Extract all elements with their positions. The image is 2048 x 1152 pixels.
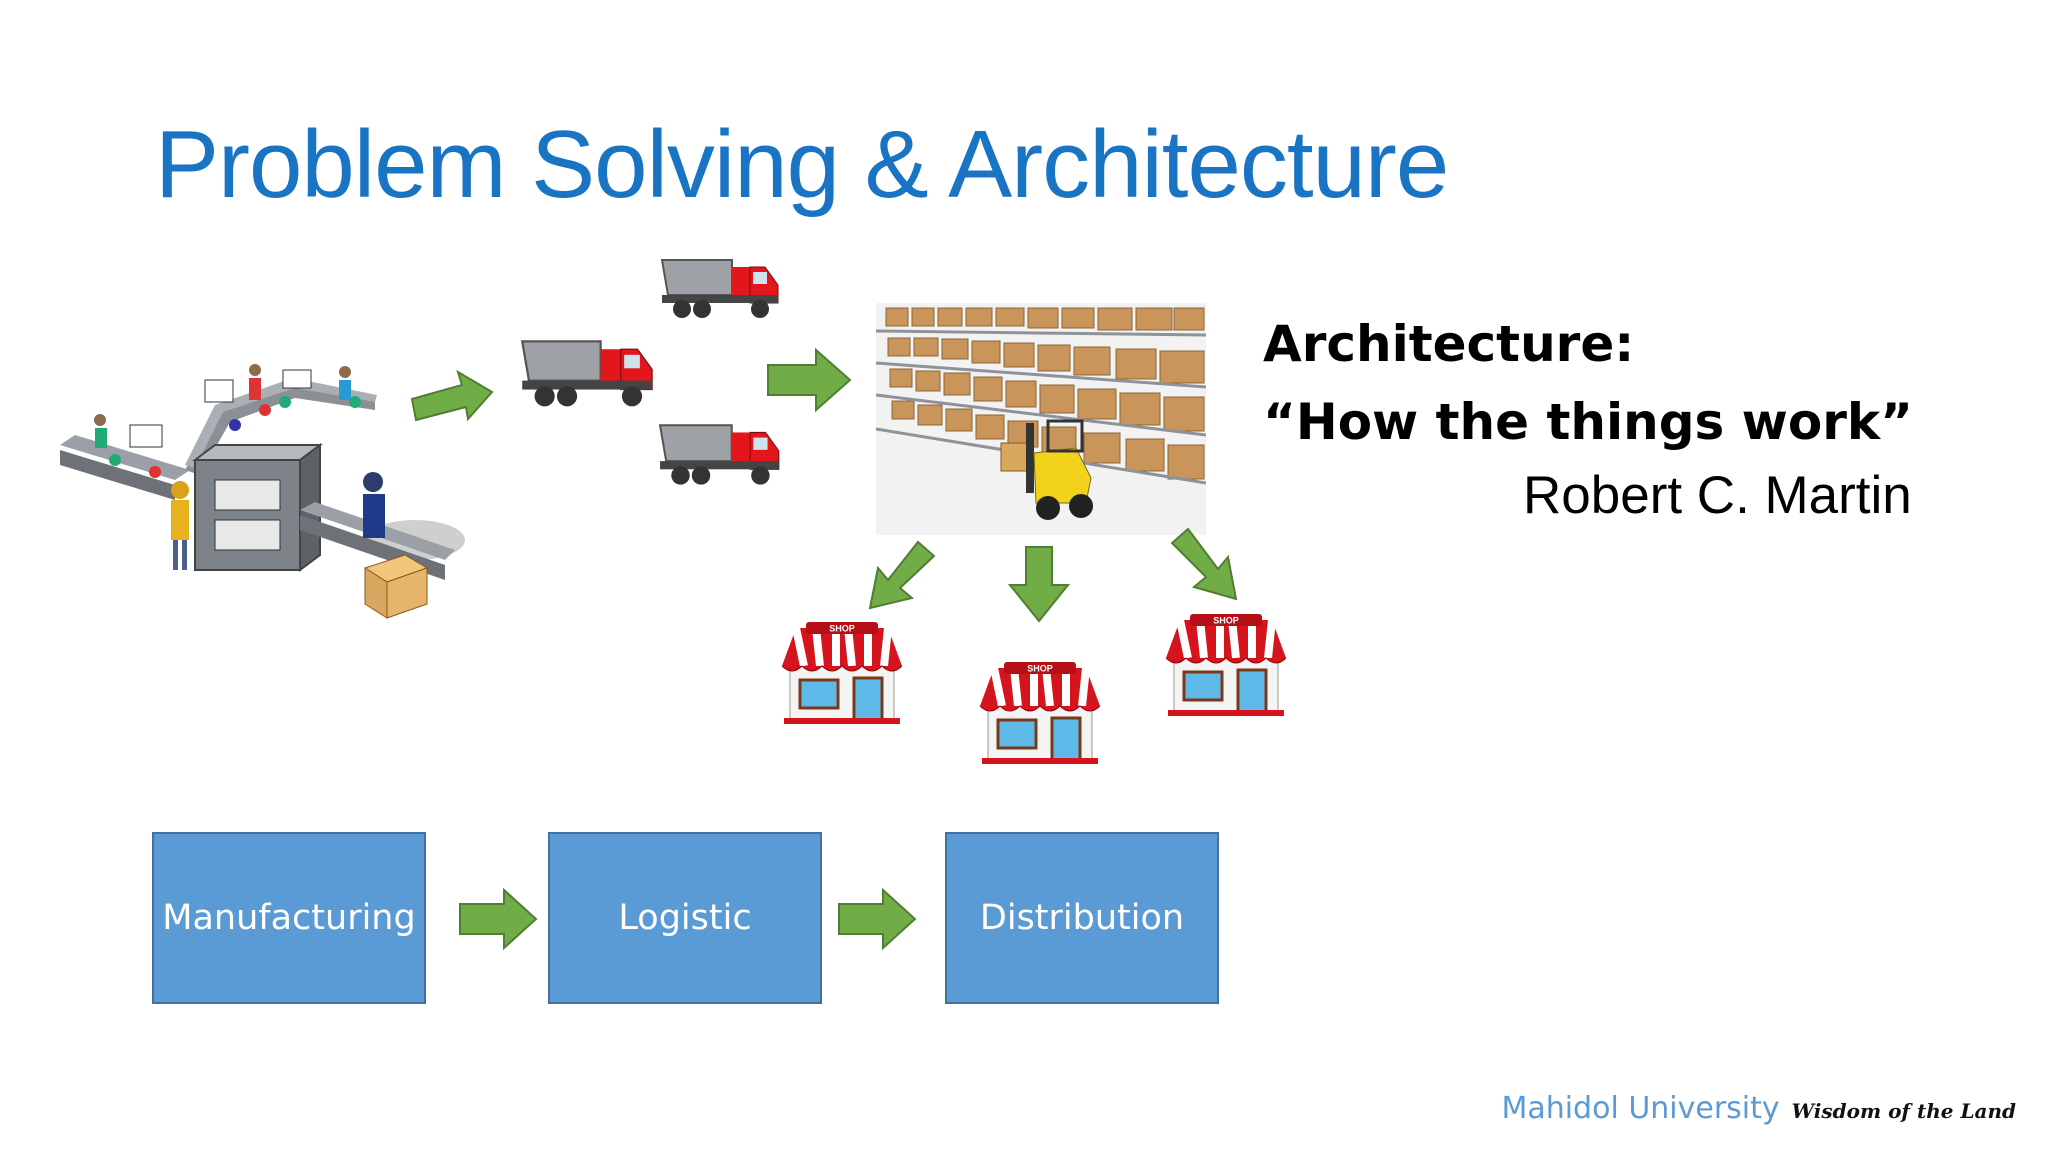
shop-icon: SHOP	[979, 662, 1101, 764]
arrow-right-icon	[459, 888, 538, 950]
quote-block: Architecture: “How the things work” Robe…	[1263, 305, 1913, 531]
dump-truck-illustration	[660, 259, 779, 318]
arrow-right-icon	[838, 888, 917, 950]
shop-sign-text: SHOP	[1027, 664, 1053, 674]
shop-sign-text: SHOP	[1213, 616, 1239, 626]
university-name: Mahidol University	[1501, 1091, 1780, 1126]
quote-text: “How the things work”	[1263, 393, 1913, 451]
warehouse-forklift-illustration	[876, 303, 1206, 535]
factory-conveyor-illustration	[60, 364, 465, 619]
arrow-down-right-icon	[1170, 527, 1238, 601]
arrow-down-icon	[1008, 546, 1070, 623]
footer-logo: Mahidol University Wisdom of the Land	[1501, 1091, 2016, 1126]
arrow-right-icon	[767, 347, 852, 413]
flow-box-distribution: Distribution	[945, 832, 1219, 1004]
shop-icon: SHOP	[781, 622, 903, 724]
slide-title: Problem Solving & Architecture	[155, 111, 1449, 218]
arrow-down-left-icon	[868, 540, 936, 610]
flow-box-logistic: Logistic	[548, 832, 822, 1004]
shop-icon: SHOP	[1165, 614, 1287, 716]
shop-sign-text: SHOP	[829, 624, 855, 634]
dump-truck-illustration	[658, 424, 780, 485]
quote-author: Robert C. Martin	[1523, 466, 1912, 525]
university-motto: Wisdom of the Land	[1791, 1099, 2016, 1123]
dump-truck-illustration	[520, 340, 653, 407]
flow-box-manufacturing: Manufacturing	[152, 832, 426, 1004]
arrow-right-icon	[410, 369, 494, 422]
quote-heading: Architecture:	[1263, 315, 1635, 373]
